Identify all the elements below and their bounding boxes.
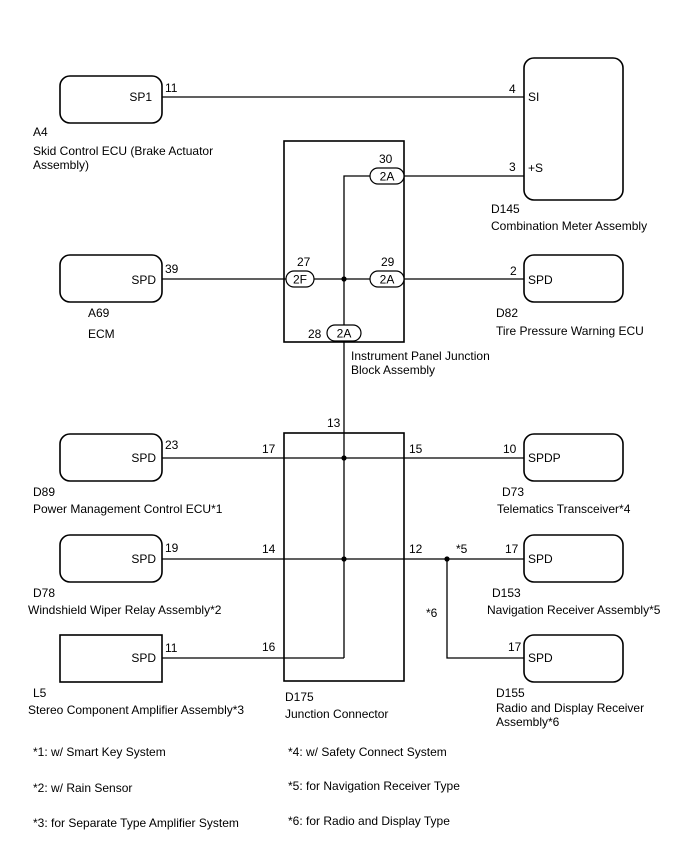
component-name: Windshield Wiper Relay Assembly*2 [28,603,222,617]
pin-number: 17 [262,442,276,456]
footnote: *4: w/ Safety Connect System [288,745,447,759]
component-name: Block Assembly [351,363,435,377]
connector-2a [369,270,405,288]
pin-number: 30 [379,152,393,166]
component-code: A69 [88,306,110,320]
component-d145: SI +S 4 3 D145 Combination Meter Assembl… [491,57,647,233]
terminal-label: SP1 [129,90,152,104]
connector-2f [285,270,315,288]
component-name: Navigation Receiver Assembly*5 [487,603,661,617]
terminal-label: SPD [131,451,156,465]
pin-number: 14 [262,542,276,556]
splice-dot [341,556,347,562]
component-code: D73 [502,485,524,499]
terminal-label: +S [528,161,543,175]
terminal-label: SPDP [528,451,561,465]
component-name: Radio and Display Receiver [496,701,644,715]
terminal-label: SI [528,90,539,104]
component-a4: SP1 11 A4 Skid Control ECU (Brake Actuat… [33,75,213,172]
component-name: Junction Connector [285,707,388,721]
connector-2a [326,324,362,342]
component-name: Stereo Component Amplifier Assembly*3 [28,703,244,717]
pin-number: 13 [327,416,341,430]
instrument-panel-junction-block: 2A 2F 2A 2A 30 27 29 28 Instrument Panel… [283,140,490,377]
pin-number: 28 [308,327,322,341]
wires [162,96,524,659]
junction-connector-d175: 13 17 15 14 12 16 D175 Junction Connecto… [262,416,423,721]
pin-number: 16 [262,640,276,654]
connector-label: 2A [380,273,395,287]
component-code: D155 [496,686,525,700]
pin-number: 17 [508,640,522,654]
branch-mark: *5 [456,542,468,556]
terminal-label: SPD [131,552,156,566]
component-name: Telematics Transceiver*4 [497,502,631,516]
component-name: Skid Control ECU (Brake Actuator [33,144,213,158]
component-code: D145 [491,202,520,216]
component-name: Assembly) [33,158,89,172]
component-code: A4 [33,125,48,139]
component-name: Power Management Control ECU*1 [33,502,223,516]
terminal-label: SPD [528,273,553,287]
pin-number: 3 [509,160,516,174]
component-d78: SPD 19 D78 Windshield Wiper Relay Assemb… [28,534,222,617]
component-d155: SPD 17 *6 D155 Radio and Display Receive… [426,606,644,729]
connector-label: 2A [380,170,395,184]
splice-dot [444,556,450,562]
wire-jb-internal-bus [343,175,370,325]
footnote: *6: for Radio and Display Type [288,814,450,828]
component-name: Tire Pressure Warning ECU [496,324,644,338]
terminal-label: SPD [528,552,553,566]
component-d89: SPD 23 D89 Power Management Control ECU*… [33,433,223,516]
component-code: D153 [492,586,521,600]
component-a69: SPD 39 A69 ECM [59,254,179,341]
connector-label: 2A [337,327,352,341]
wire-branch-to-d155 [446,559,524,659]
component-d82: SPD 2 D82 Tire Pressure Warning ECU [496,254,644,338]
component-name: Combination Meter Assembly [491,219,647,233]
pin-number: 15 [409,442,423,456]
splice-dot [341,276,347,282]
component-l5: SPD 11 L5 Stereo Component Amplifier Ass… [28,634,244,717]
component-code: D78 [33,586,55,600]
footnote: *5: for Navigation Receiver Type [288,779,460,793]
pin-number: 2 [510,264,517,278]
pin-number: 23 [165,438,179,452]
component-d73: SPDP 10 D73 Telematics Transceiver*4 [497,433,631,516]
footnote: *3: for Separate Type Amplifier System [33,816,239,830]
splice-dot [341,455,347,461]
component-name: Instrument Panel Junction [351,349,490,363]
pin-number: 11 [165,81,178,95]
pin-number: 4 [509,82,516,96]
pin-number: 29 [381,255,395,269]
footnote: *1: w/ Smart Key System [33,745,166,759]
component-code: D82 [496,306,518,320]
pin-number: 27 [297,255,311,269]
pin-number: 10 [503,442,517,456]
terminal-label: SPD [528,651,553,665]
component-name: ECM [88,327,115,341]
footnotes: *1: w/ Smart Key System *2: w/ Rain Sens… [33,745,460,830]
pin-number: 39 [165,262,179,276]
component-code: L5 [33,686,47,700]
pin-number: 11 [165,641,178,655]
component-d153: SPD 17 *5 D153 Navigation Receiver Assem… [456,534,661,617]
connector-label: 2F [293,273,307,287]
pin-number: 17 [505,542,519,556]
terminal-label: SPD [131,273,156,287]
connector-2a [369,167,405,185]
branch-mark: *6 [426,606,438,620]
pin-number: 12 [409,542,423,556]
component-name: Assembly*6 [496,715,560,729]
terminal-label: SPD [131,651,156,665]
pin-number: 19 [165,541,179,555]
component-code: D175 [285,690,314,704]
component-code: D89 [33,485,55,499]
footnote: *2: w/ Rain Sensor [33,781,132,795]
